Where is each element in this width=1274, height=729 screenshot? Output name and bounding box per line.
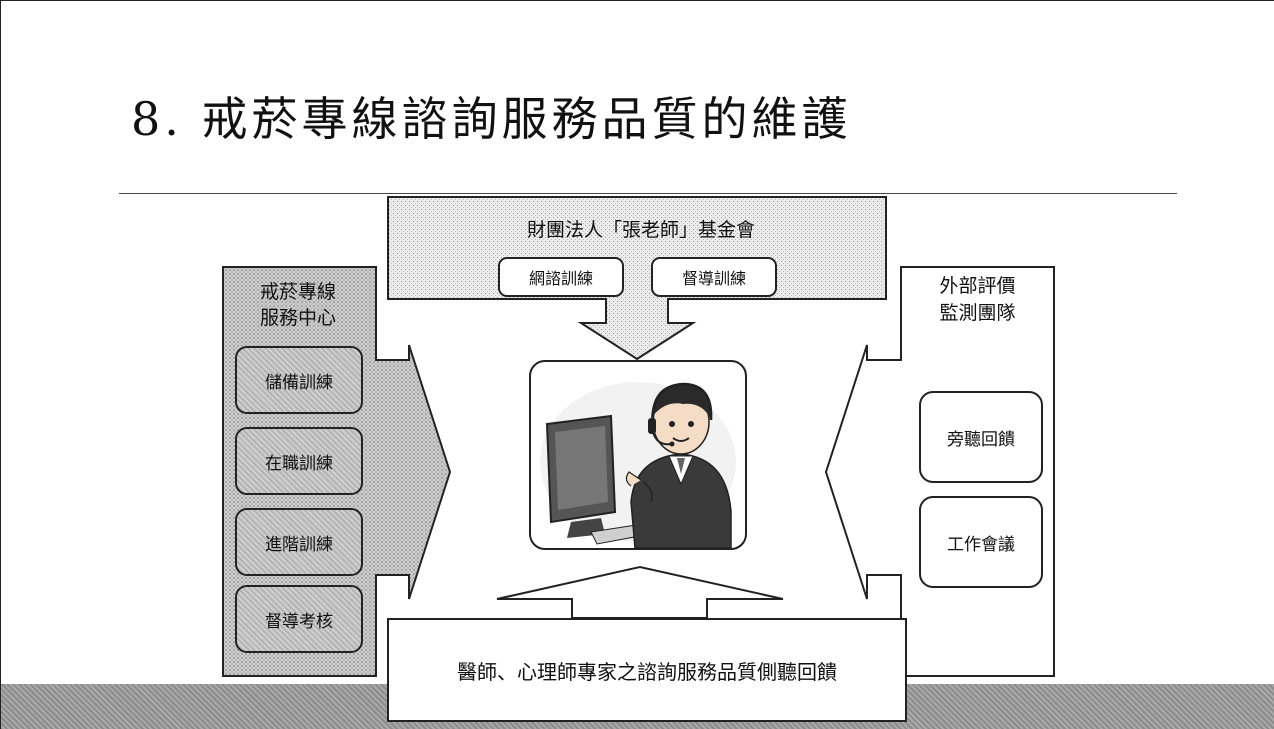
slide-title: 8. 戒菸專線諮詢服務品質的維護 bbox=[131, 92, 852, 146]
center-illustration-frame bbox=[529, 360, 747, 550]
left-box-item: 儲備訓練 bbox=[235, 346, 363, 414]
operator-illustration-icon bbox=[540, 382, 736, 548]
left-box-item: 在職訓練 bbox=[235, 427, 363, 495]
right-box-item: 工作會議 bbox=[919, 496, 1043, 588]
left-box-heading-line1: 戒菸專線 bbox=[259, 281, 336, 303]
bottom-arrow bbox=[496, 565, 784, 619]
top-box-heading: 財團法人「張老師」基金會 bbox=[526, 219, 755, 241]
bottom-text-box: 醫師、心理師專家之諮詢服務品質側聽回饋 bbox=[387, 618, 907, 722]
bottom-box-text: 醫師、心理師專家之諮詢服務品質側聽回饋 bbox=[457, 659, 837, 684]
right-box-heading-line2: 監測團隊 bbox=[939, 302, 1016, 324]
left-box-heading-line2: 服務中心 bbox=[259, 307, 336, 329]
top-arrow bbox=[387, 196, 887, 361]
left-box-item: 進階訓練 bbox=[235, 508, 363, 576]
headset-icon bbox=[648, 382, 713, 447]
left-box-item: 督導考核 bbox=[235, 585, 363, 653]
right-box-item: 旁聽回饋 bbox=[919, 391, 1043, 483]
title-divider bbox=[119, 193, 1177, 194]
top-box-item: 網諮訓練 bbox=[498, 257, 624, 297]
right-box-heading-line1: 外部評價 bbox=[939, 275, 1016, 297]
top-box-item: 督導訓練 bbox=[651, 257, 777, 297]
